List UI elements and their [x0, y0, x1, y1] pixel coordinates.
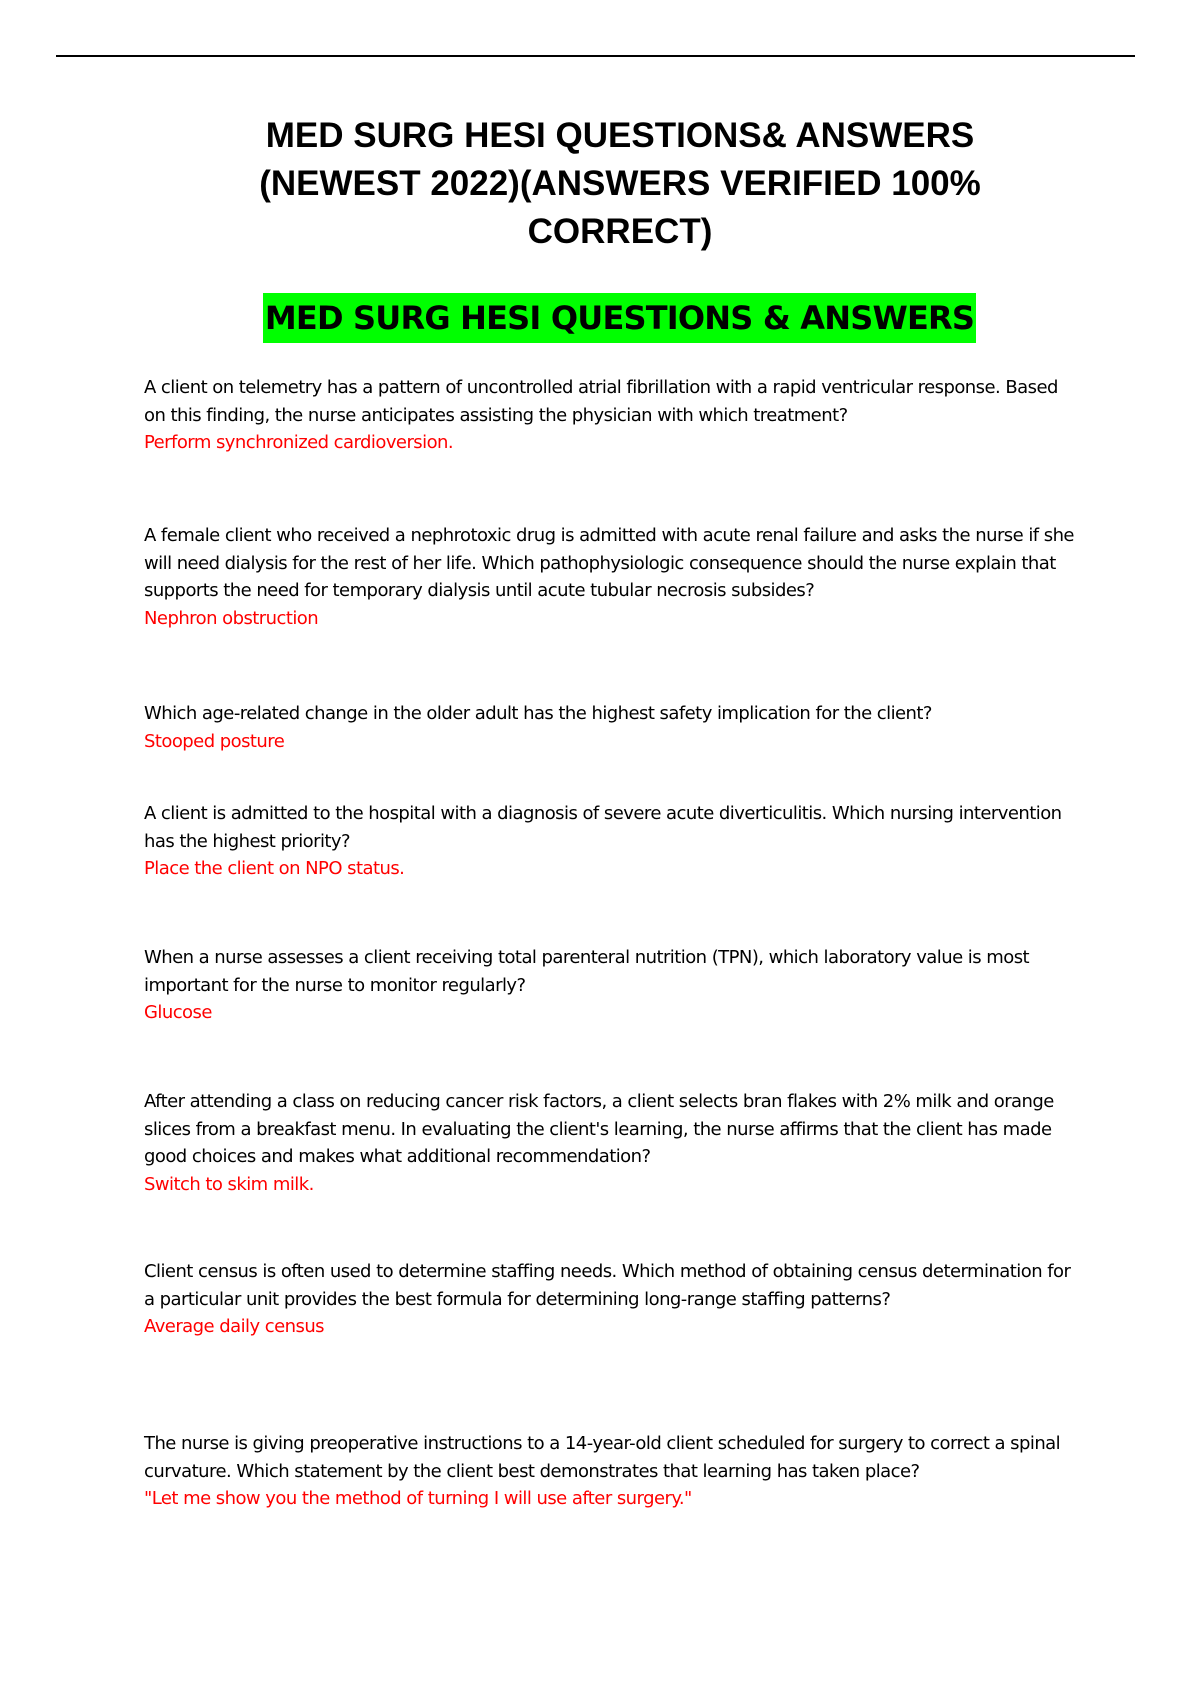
answer: "Let me show you the method of turning I… [144, 1488, 692, 1509]
question: A client is admitted to the hospital wit… [144, 803, 1062, 852]
answer: Glucose [144, 1002, 212, 1023]
question: A female client who received a nephrotox… [144, 525, 1075, 601]
top-rule [56, 55, 1135, 57]
document-title: MED SURG HESI QUESTIONS& ANSWERS (NEWEST… [180, 112, 1060, 256]
qa-item-5: When a nurse assesses a client receiving… [144, 944, 1084, 1027]
answer: Switch to skim milk. [144, 1173, 314, 1195]
qa-item-3: Which age-related change in the older ad… [144, 700, 1084, 755]
qa-item-6: After attending a class on reducing canc… [144, 1088, 1084, 1198]
title-line-1: MED SURG HESI QUESTIONS& ANSWERS [265, 116, 975, 155]
question: A client on telemetry has a pattern of u… [144, 377, 1058, 426]
title-line-3: CORRECT) [527, 212, 713, 251]
question: When a nurse assesses a client receiving… [144, 947, 1030, 996]
qa-item-4: A client is admitted to the hospital wit… [144, 800, 1084, 883]
answer: Place the client on NPO status. [144, 858, 405, 879]
question: After attending a class on reducing canc… [144, 1091, 1054, 1167]
qa-item-7: Client census is often used to determine… [144, 1258, 1084, 1341]
qa-item-2: A female client who received a nephrotox… [144, 522, 1084, 632]
answer: Nephron obstruction [144, 607, 319, 629]
answer: Average daily census [144, 1316, 325, 1337]
question: Client census is often used to determine… [144, 1261, 1071, 1310]
qa-item-8: The nurse is giving preoperative instruc… [144, 1430, 1084, 1513]
question: Which age-related change in the older ad… [144, 703, 932, 724]
title-line-2: (NEWEST 2022)(ANSWERS VERIFIED 100% [259, 164, 981, 203]
qa-item-1: A client on telemetry has a pattern of u… [144, 374, 1084, 457]
section-heading: MED SURG HESI QUESTIONS & ANSWERS [262, 293, 977, 343]
answer: Perform synchronized cardioversion. [144, 432, 454, 453]
question: The nurse is giving preoperative instruc… [144, 1433, 1061, 1482]
section-heading-container: MED SURG HESI QUESTIONS & ANSWERS [0, 293, 1191, 343]
answer: Stooped posture [144, 730, 285, 752]
